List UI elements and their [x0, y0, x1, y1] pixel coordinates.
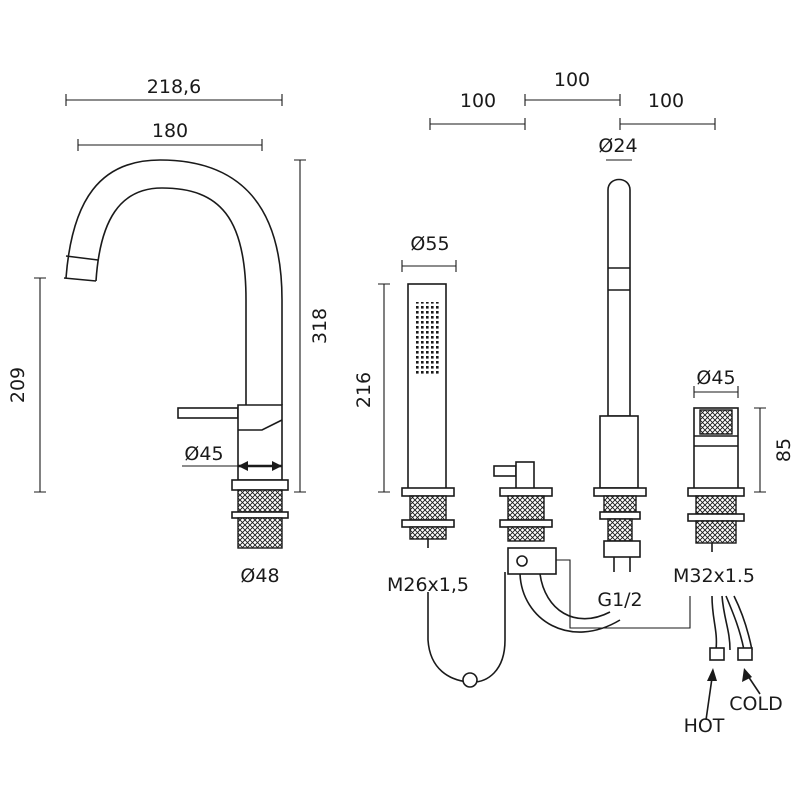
- spout-outer-contour: [65, 159, 283, 405]
- handshower-holder-ring: [401, 487, 455, 497]
- dim-label-spout-d45: Ø45: [184, 443, 223, 465]
- mixer-drawing: [687, 407, 761, 721]
- dim-label-d24: Ø24: [598, 135, 637, 157]
- dim-label-218: 218,6: [147, 76, 201, 98]
- spout-dimension-lines: [34, 94, 306, 493]
- diverter-washer: [499, 519, 553, 528]
- dim-label-spacing-2: 100: [554, 69, 590, 91]
- spout-drawing: [63, 159, 289, 549]
- dim-label-d55: Ø55: [410, 233, 449, 255]
- handshower-spray-face: [414, 302, 440, 374]
- spout-thread-lower: [237, 517, 283, 549]
- handshower-thread-lower: [409, 526, 447, 540]
- dim-label-209: 209: [7, 367, 29, 403]
- handshower-washer: [401, 519, 455, 528]
- cold-arrowhead: [742, 668, 752, 682]
- spout-washer: [231, 511, 289, 519]
- spout-outlet: [63, 255, 99, 282]
- label-cold: COLD: [729, 693, 782, 715]
- dim-label-85: 85: [773, 438, 795, 462]
- pullout-nut: [603, 540, 641, 558]
- mixer-body-band: [694, 435, 738, 447]
- mixer-hose-hot: [711, 595, 731, 651]
- dim-label-180: 180: [152, 120, 188, 142]
- pullout-thread-upper: [603, 495, 637, 513]
- diverter-knob: [493, 465, 517, 477]
- spout-body-step: [238, 419, 283, 431]
- spacing-dimension-lines: [429, 94, 716, 130]
- dim-line-spacing-3: [619, 118, 716, 130]
- label-hot: HOT: [684, 715, 725, 737]
- mixer-thread-lower: [695, 520, 737, 544]
- handshower-thread-upper: [409, 495, 447, 521]
- hot-arrowhead: [707, 668, 717, 681]
- dim-label-spout-d48: Ø48: [240, 565, 279, 587]
- hot-arrow-line: [705, 677, 713, 721]
- dim-line-209: [34, 277, 46, 493]
- pullout-washer: [599, 511, 641, 520]
- mixer-washer: [687, 513, 745, 522]
- dim-line-spacing-2: [524, 94, 621, 106]
- pullout-ring: [593, 487, 647, 497]
- thread-label-m26: M26x1,5: [387, 574, 469, 596]
- mixer-thread-upper: [695, 495, 737, 515]
- dim-line-218: [65, 94, 283, 106]
- diverter-drawing: [493, 461, 691, 633]
- cold-arrow-line: [747, 675, 761, 695]
- dim-label-216: 216: [353, 372, 375, 408]
- pullout-tail: [613, 557, 631, 572]
- diverter-outlet-line: [556, 559, 691, 629]
- spout-inner-contour: [95, 187, 247, 405]
- spout-base-ring: [231, 479, 289, 491]
- dim-line-85: [754, 407, 766, 493]
- pullout-wand: [607, 178, 631, 417]
- cold-connector: [737, 647, 753, 661]
- diverter-thread-upper: [507, 495, 545, 521]
- handshower-dimension-lines: [378, 260, 457, 493]
- thread-label-m32: M32x1.5: [673, 565, 755, 587]
- dim-line-318: [294, 159, 306, 493]
- dim-line-216: [378, 283, 390, 493]
- handshower-drawing: [401, 283, 506, 688]
- mixer-handle-grip: [699, 409, 733, 435]
- spout-lever: [177, 407, 239, 419]
- diverter-hose-inner: [539, 573, 611, 620]
- pullout-holder-body: [599, 415, 639, 489]
- pullout-thread-lower: [607, 518, 633, 542]
- hose-weight: [462, 672, 478, 688]
- spout-thread-upper: [237, 489, 283, 513]
- dim-line-mixer-d45: [693, 386, 739, 398]
- spout-diameter-arrowheads: [238, 461, 282, 471]
- dim-line-spacing-1: [429, 118, 526, 130]
- pullout-wand-band: [608, 267, 630, 291]
- dim-label-spacing-3: 100: [648, 90, 684, 112]
- diverter-ring: [499, 487, 553, 497]
- mixer-dimension-lines: [693, 386, 766, 493]
- mixer-ring: [687, 487, 745, 497]
- dim-label-mixer-d45: Ø45: [696, 367, 735, 389]
- dim-line-d55: [401, 260, 457, 272]
- pullout-hose-drawing: [593, 178, 647, 572]
- dim-label-spacing-1: 100: [460, 90, 496, 112]
- diverter-valve-block: [507, 547, 557, 575]
- thread-label-g12: G1/2: [597, 589, 642, 611]
- dim-line-180: [77, 139, 263, 151]
- hot-connector: [709, 647, 725, 661]
- diverter-port: [516, 555, 528, 567]
- mixer-hose-cold: [725, 595, 753, 651]
- diverter-thread-lower: [507, 526, 545, 542]
- dim-label-318: 318: [309, 308, 331, 344]
